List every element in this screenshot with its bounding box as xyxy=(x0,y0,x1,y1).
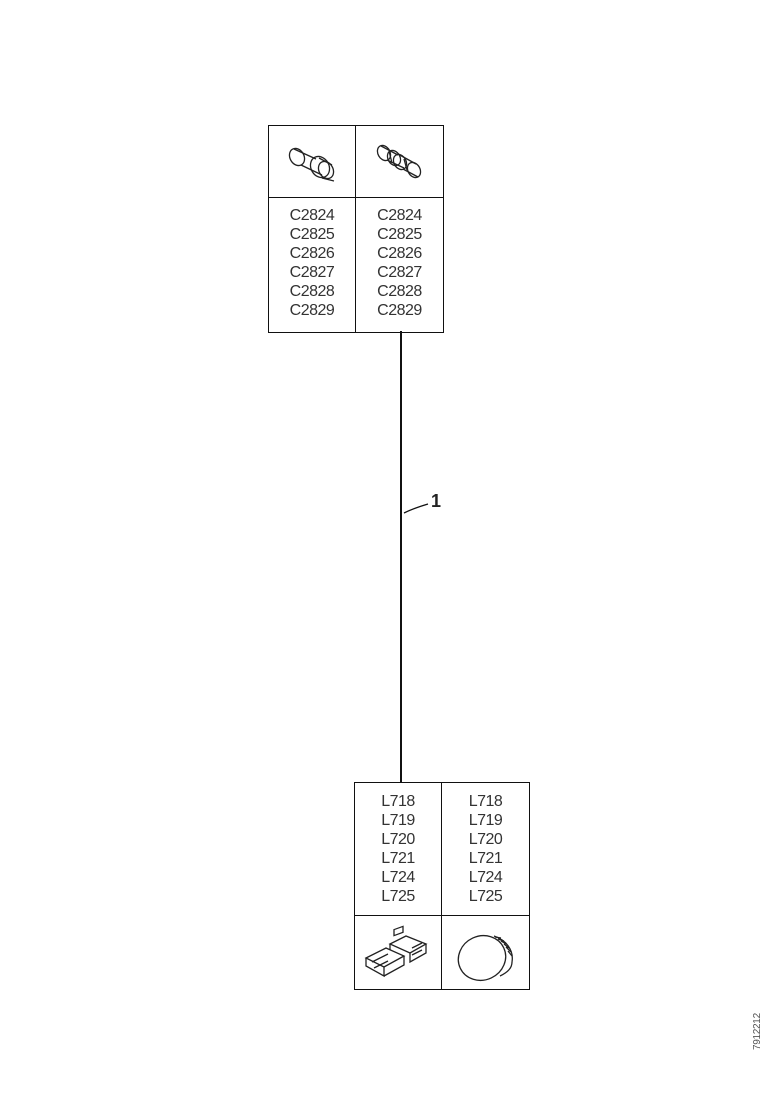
component-label: L724 xyxy=(381,869,415,886)
ribbed-connector-icon xyxy=(376,144,421,178)
connector-label: C2825 xyxy=(289,226,335,243)
component-label: L721 xyxy=(468,850,503,867)
top-left-label-list: C2824 C2825 C2826 C2827 C2828 C2829 xyxy=(269,198,356,332)
round-lamp-icon xyxy=(457,934,513,981)
top-left-icon-cell xyxy=(269,126,356,198)
component-label: L718 xyxy=(381,793,415,810)
connector-label: C2827 xyxy=(289,264,335,281)
connector-label: C2826 xyxy=(377,245,422,262)
callout-number: 1 xyxy=(431,491,442,511)
reference-code: 7912212 xyxy=(752,1013,763,1050)
connector-label: C2824 xyxy=(377,207,422,224)
bottom-left-icon-cell xyxy=(355,916,442,989)
bottom-left-label-list: L718 L719 L720 L721 L724 L725 xyxy=(355,783,442,916)
component-label: L724 xyxy=(468,869,503,886)
bulb-connector-icon xyxy=(288,147,335,182)
bottom-right-icon-cell xyxy=(442,916,529,989)
wire-harness-line xyxy=(400,331,402,782)
top-right-label-list: C2824 C2825 C2826 C2827 C2828 C2829 xyxy=(356,198,443,332)
component-label: L720 xyxy=(381,831,415,848)
top-connector-box: C2824 C2825 C2826 C2827 C2828 C2829 C282… xyxy=(268,125,444,333)
bottom-right-label-list: L718 L719 L720 L721 L724 L725 xyxy=(442,783,529,916)
component-label: L720 xyxy=(468,831,503,848)
connector-label: C2828 xyxy=(377,283,422,300)
connector-label: C2829 xyxy=(377,302,422,319)
connector-label: C2826 xyxy=(289,245,335,262)
connector-label: C2827 xyxy=(377,264,422,281)
lamp-module-icon xyxy=(364,924,428,977)
bottom-component-box: L718 L719 L720 L721 L724 L725 L718 L719 … xyxy=(354,782,530,990)
component-label: L725 xyxy=(381,888,415,905)
connector-label: C2824 xyxy=(289,207,335,224)
top-right-icon-cell xyxy=(356,126,443,198)
connector-label: C2825 xyxy=(377,226,422,243)
component-label: L718 xyxy=(468,793,503,810)
connector-label: C2829 xyxy=(289,302,335,319)
component-label: L719 xyxy=(468,812,503,829)
component-label: L725 xyxy=(468,888,503,905)
connector-label: C2828 xyxy=(289,283,335,300)
component-label: L721 xyxy=(381,850,415,867)
component-label: L719 xyxy=(381,812,415,829)
